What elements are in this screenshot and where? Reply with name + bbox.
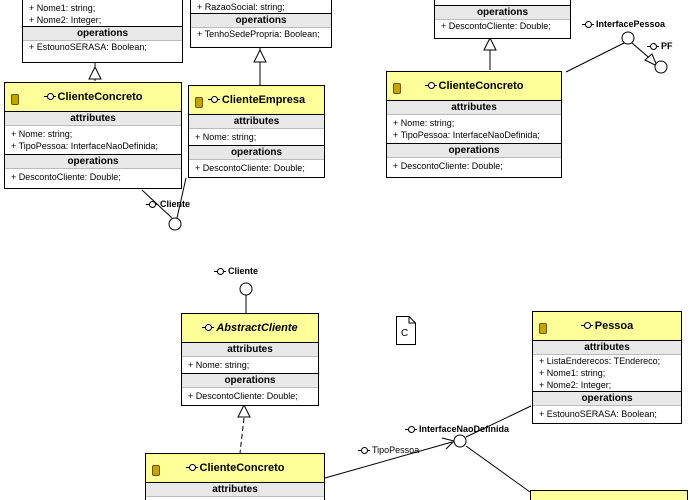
operation: + DescontoCliente: Double; [441,21,551,31]
operations-header: operations [182,374,318,388]
attribute: + Nome: string; [11,129,73,139]
attributes-header: attributes [5,112,181,126]
interface-label-interfacenaodefinida: InterfaceNaoDefinida [405,424,509,434]
class-interface-icon [424,82,437,90]
class-title: AbstractCliente [216,322,298,334]
operation: + EstounoSERASA: Boolean; [29,42,147,52]
interface-icon [405,425,417,434]
interface-icon [214,267,226,276]
class-interface-icon [202,324,215,332]
class-interface-icon [207,96,220,104]
realization-line [176,177,187,219]
role-label-tipopessoa: TipoPessoa [358,445,419,455]
interface-label-cliente: Cliente [146,199,190,209]
attribute: + TipoPessoa: InterfaceNaoDefinida; [393,130,540,140]
class-clienteconcreto-left[interactable]: ClienteConcreto attributes + Nome: strin… [4,82,182,189]
attributes-header: attributes [146,483,324,497]
pf-lollipop [654,60,668,74]
interfacepessoa-lollipop [621,31,635,45]
class-title: ClienteConcreto [57,91,143,103]
realization-arrow [644,53,658,68]
class-stereotype-icon [393,83,401,94]
attribute: + Nome1: string; [29,3,96,13]
cliente-bottom-lollipop [239,282,253,296]
class-stereotype-icon [195,97,203,108]
class-clienteempresa[interactable]: ClienteEmpresa attributes + Nome: string… [188,85,325,178]
attribute: + ListaEnderecos: TEndereco; [539,356,661,366]
association-line [565,42,625,73]
class-abstractcliente[interactable]: AbstractCliente attributes + Nome: strin… [181,313,319,406]
attribute: + Nome: string; [393,118,455,128]
attributes-header: attributes [182,343,318,357]
operation: + TenhoSedePropria: Boolean; [197,29,320,39]
operations-header: operations [5,155,181,169]
note-letter: C [401,328,409,339]
class-title: ClienteConcreto [199,462,285,474]
operations-header: operations [533,392,681,406]
class-title: ClienteConcreto [438,80,524,92]
association-line [324,441,453,479]
operations-header: operations [435,6,570,20]
interface-icon [582,20,594,29]
attributes-header: attributes [533,341,681,355]
interface-icon [146,200,158,209]
realization-line [465,405,532,438]
note-icon[interactable]: C [396,316,416,345]
generalization-arrow [88,65,102,80]
attribute: + Nome: string; [195,132,257,142]
attribute: + Nome2: Integer; [29,15,102,25]
interfacenaodefinida-lollipop [453,434,467,448]
attributes-header: attributes [189,115,324,129]
class-empresa-top[interactable]: + RazaoSocial: string; operations + Tenh… [190,0,332,48]
class-clienteconcreto-bottom[interactable]: ClienteConcreto attributes [145,453,325,500]
role-icon [358,446,370,455]
generalization-line-dashed [239,417,245,454]
generalization-arrow [237,403,251,418]
operation: + DescontoCliente: Double; [393,161,503,171]
class-interface-icon [185,464,198,472]
class-pessoa[interactable]: Pessoa attributes + ListaEnderecos: TEnd… [532,311,682,424]
attribute: + Nome2: Integer; [539,380,612,390]
operations-header: operations [387,144,561,158]
class-title: ClienteEmpresa [221,94,306,106]
class-stereotype-icon [11,94,19,105]
class-stereotype-icon [539,323,547,334]
class-stereotype-icon [152,465,160,476]
interface-label-pf: PF [647,41,673,51]
generalization-arrow [253,48,267,63]
attribute: + Nome: string; [188,360,250,370]
class-abstract-top[interactable]: operations + DescontoCliente: Double; [434,0,571,39]
attribute: + Nome1: string; [539,368,606,378]
attribute: + TipoPessoa: InterfaceNaoDefinida; [11,141,158,151]
class-title: Pessoa [594,320,634,332]
class-pessoa-top[interactable]: + Nome1: string; + Nome2: Integer; opera… [22,0,183,63]
operations-header: operations [191,14,331,28]
interface-icon [647,42,659,51]
class-interface-icon [43,93,56,101]
interface-label-cliente-bottom: Cliente [214,266,258,276]
realization-line [465,445,531,493]
generalization-arrow [483,36,497,51]
operation: + DescontoCliente: Double; [195,163,305,173]
note-shape [396,316,416,345]
operations-header: operations [23,27,182,41]
attributes-header: attributes [387,101,561,115]
cliente-interface-lollipop [168,217,182,231]
operation: + DescontoCliente: Double; [11,172,121,182]
operation: + DescontoCliente: Double; [188,391,298,401]
operations-header: operations [189,146,324,160]
attribute: + RazaoSocial: string; [197,2,285,12]
class-clienteconcreto-right[interactable]: ClienteConcreto attributes + Nome: strin… [386,71,562,178]
class-partial-bottom-right[interactable] [530,490,688,500]
class-interface-icon [580,322,593,330]
interface-label-interfacepessoa: InterfacePessoa [582,19,665,29]
operation: + EstounoSERASA: Boolean; [539,409,657,419]
